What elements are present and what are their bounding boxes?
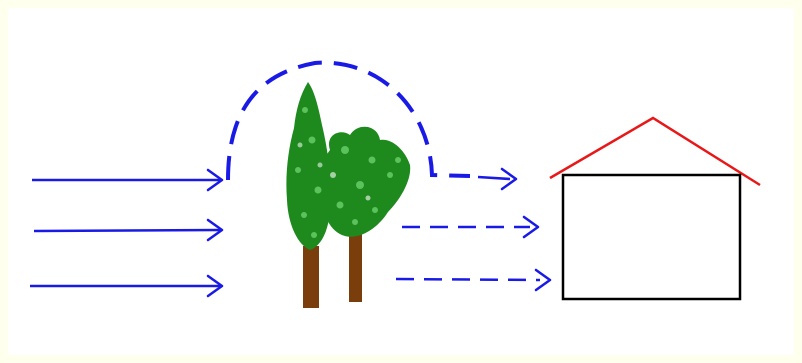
tree-right-trunk [349,232,362,302]
house-walls [563,175,740,299]
incoming-wind-arrows [30,170,222,296]
tree-left-trunk [303,246,319,308]
diagram-canvas [8,8,794,355]
house [550,118,760,299]
reduced-wind-arrow-bottom [396,279,540,280]
incoming-wind-arrow-middle [34,230,220,231]
tree-left-foliage [286,82,330,250]
tree-right-foliage [320,127,410,237]
trees [286,82,410,308]
windbreak-diagram [8,8,794,355]
reduced-wind-arrows [396,217,550,290]
deflected-wind-arc-end [478,177,510,179]
